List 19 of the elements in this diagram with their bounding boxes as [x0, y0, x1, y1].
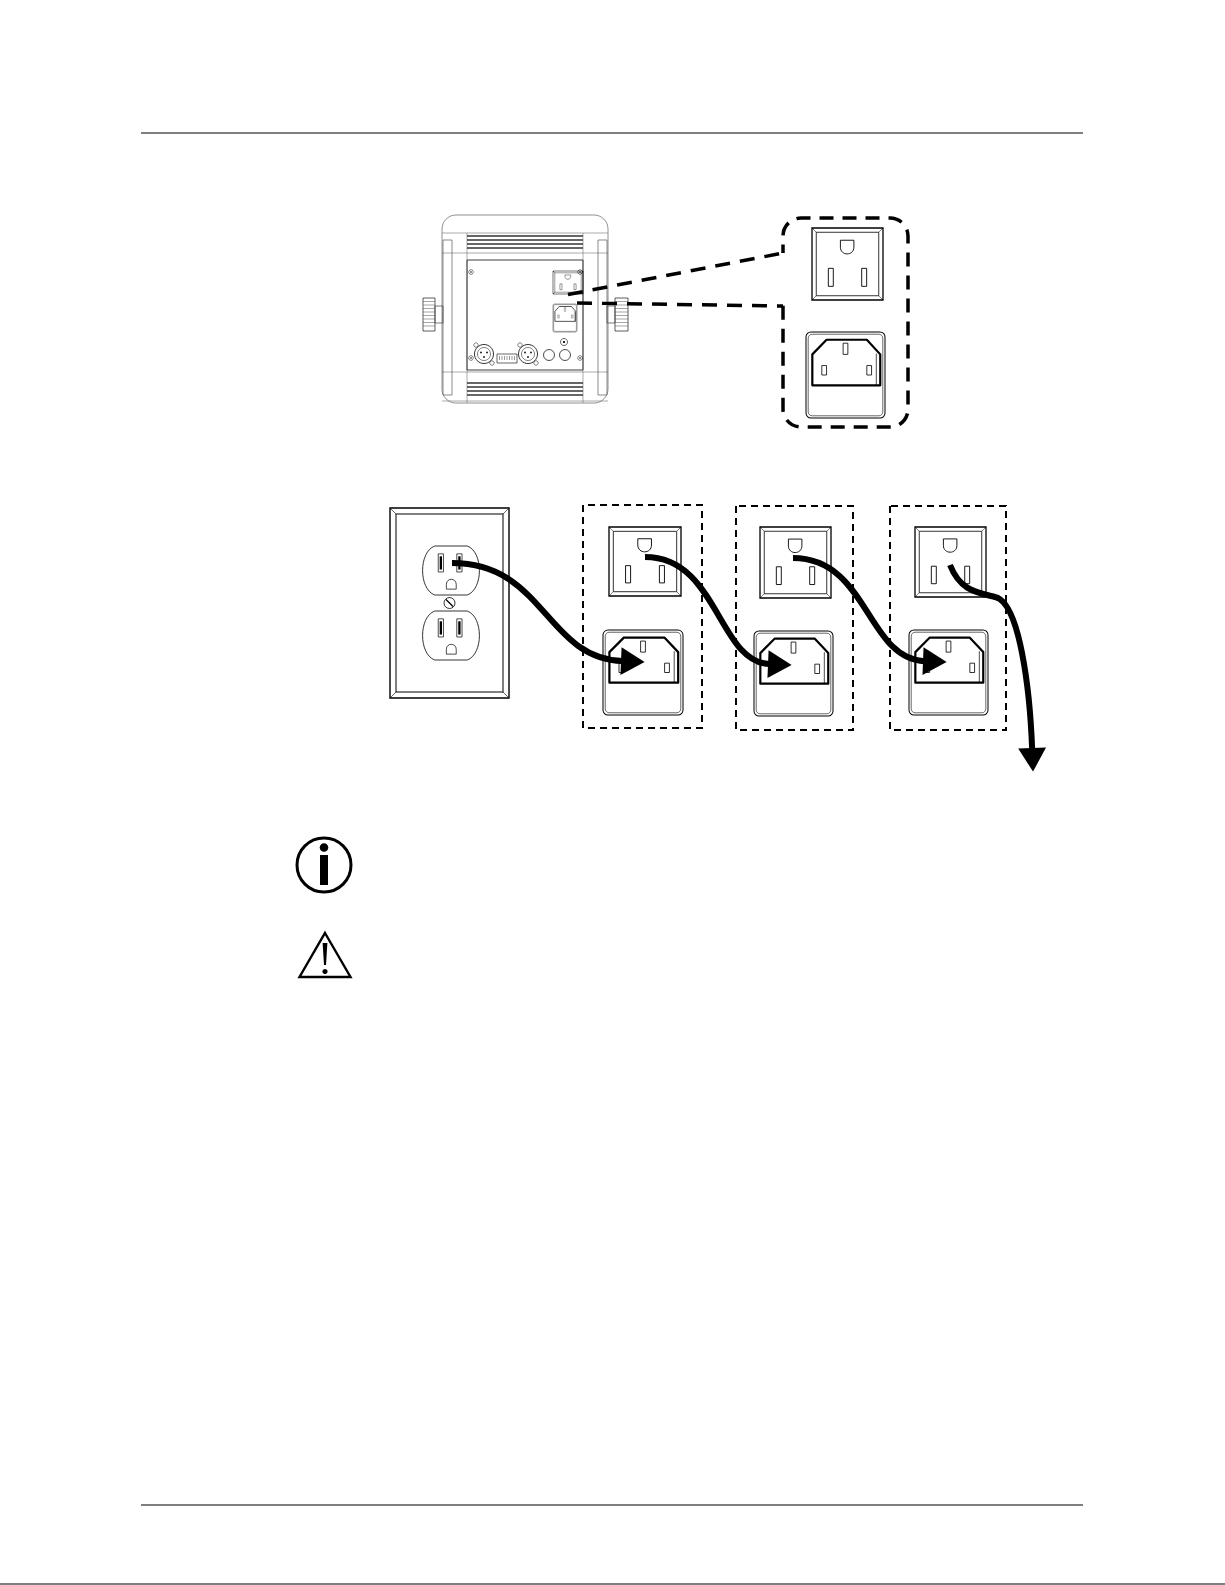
fixture-drawing	[422, 214, 629, 404]
receptacle	[422, 610, 480, 661]
callout-outline	[781, 216, 910, 429]
power-outlet	[552, 270, 584, 295]
power-inlet	[753, 630, 834, 717]
dashed-box	[889, 505, 1007, 731]
power-outlet	[914, 526, 987, 598]
power-outlet	[759, 526, 832, 599]
power-inlet	[552, 303, 578, 333]
dashed-box	[582, 504, 703, 729]
receptacle	[422, 545, 480, 596]
power-inlet	[908, 629, 989, 716]
power-inlet	[602, 629, 684, 716]
power-inlet	[805, 331, 886, 419]
wall-outlet-plate	[389, 507, 510, 699]
callout-line	[576, 301, 784, 308]
dashed-box	[735, 505, 854, 731]
power-outlet	[608, 526, 682, 597]
power-outlet	[811, 227, 884, 301]
